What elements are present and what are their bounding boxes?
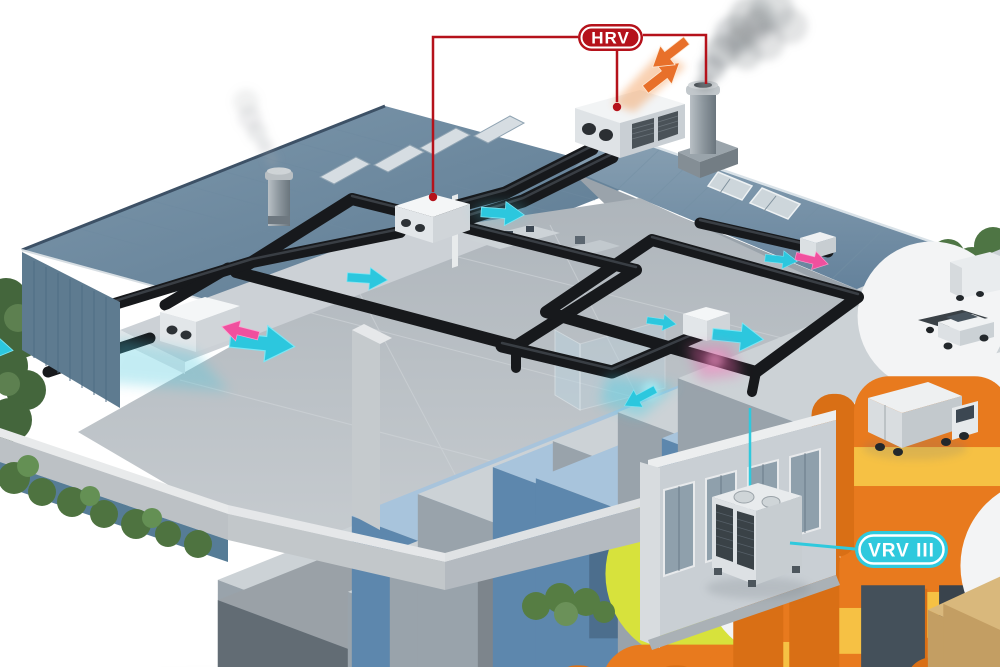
supply-air-glow: [96, 338, 230, 392]
vrv-callout-label: VRV III: [868, 541, 935, 562]
box-truck: [868, 382, 978, 456]
right-roof: [572, 130, 936, 298]
hrv-callout: HRV: [428, 24, 708, 202]
hrv-callout-line-left: [431, 35, 578, 192]
hrv-callout-line-right: [643, 33, 708, 84]
supply-airflow-arrows: [0, 199, 799, 418]
duct-drop-ahu-b: [159, 262, 234, 311]
vent-grille: [632, 118, 654, 149]
box-truck-far: [950, 252, 1000, 301]
small-chimney-smoke: [233, 89, 278, 166]
chimney-smoke: [696, 0, 808, 93]
vrv-outdoor-unit: [706, 408, 810, 599]
vrv-callout: VRV III: [789, 531, 948, 568]
heat-exchange-arrows: [612, 30, 695, 112]
skylight-icon: [318, 156, 372, 185]
duct-hrv-return: [443, 150, 619, 231]
yard-objects: [863, 252, 1000, 667]
fan-icon: [733, 490, 755, 504]
duct-drop: [747, 367, 761, 397]
vrv-callout-bubble: [855, 531, 948, 568]
hrv-callout-bubble: [578, 24, 643, 51]
duct-bend-centre: [495, 323, 717, 379]
shrub-patch: [522, 583, 615, 626]
cut-column: [352, 330, 380, 530]
skylight-icon: [748, 187, 802, 220]
pickup-truck-with-trailer: [918, 310, 994, 350]
vent-grille: [658, 111, 678, 141]
skylight-icon: [372, 144, 426, 173]
hrv-callout-label: HRV: [591, 29, 630, 48]
duct-mounted-unit-east: [800, 232, 836, 258]
vrv-callout-line: [789, 541, 856, 551]
indoor-ahu-b: [160, 297, 240, 352]
bushes: [0, 455, 615, 626]
trees-left: [0, 278, 46, 442]
hrv-callout-dot: [428, 192, 438, 202]
skylight-icon: [706, 171, 754, 201]
condenser-grille: [737, 511, 754, 570]
skylight-icon: [472, 115, 526, 144]
hrv-callout-dot: [612, 102, 622, 112]
indoor-ahu-a: [395, 194, 470, 243]
exhaust-chimney: [678, 80, 738, 178]
small-chimney: [265, 167, 293, 226]
exhaust-airflow-arrows: [218, 246, 831, 380]
